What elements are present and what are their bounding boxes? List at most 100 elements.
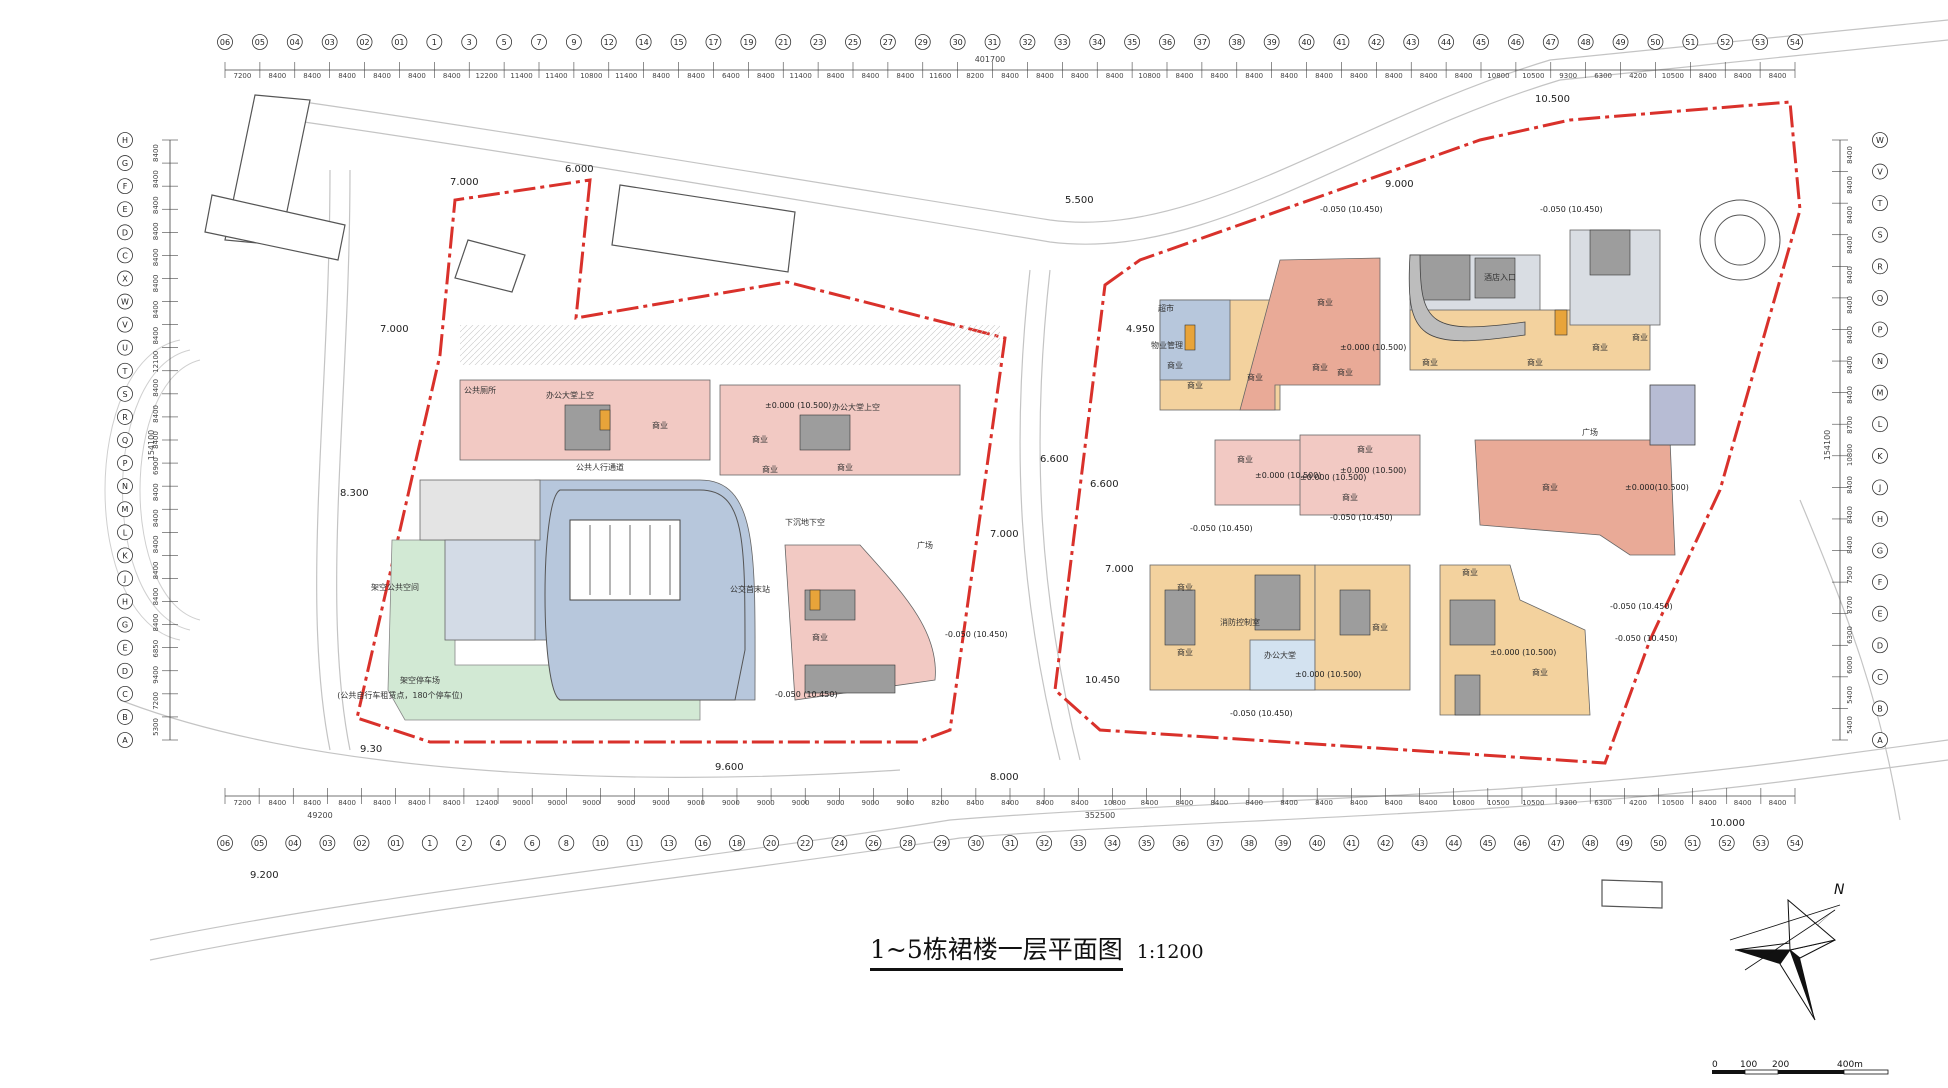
axis-bubble bbox=[1514, 835, 1530, 851]
axis-dimension: 8400 bbox=[1315, 72, 1333, 80]
axis-label: 14 bbox=[639, 38, 649, 47]
room-label-commercial: 商业 bbox=[762, 464, 778, 474]
axis-bubble bbox=[831, 835, 848, 851]
axis-label: 02 bbox=[356, 839, 366, 848]
axis-bubble bbox=[1403, 34, 1420, 50]
axis-bubble bbox=[461, 34, 478, 50]
axis-dimension: 8400 bbox=[152, 301, 160, 319]
axis-label: 26 bbox=[868, 839, 878, 848]
axis-dimension: 8400 bbox=[1036, 72, 1054, 80]
axis-label: H bbox=[1877, 515, 1883, 524]
cores-left bbox=[564, 404, 896, 694]
axis-label: Q bbox=[1877, 294, 1883, 303]
axis-dimension: 8400 bbox=[1846, 236, 1854, 254]
axis-dimension: 8400 bbox=[1734, 799, 1752, 807]
axis-bubble bbox=[1650, 835, 1667, 851]
room-label-commercial: 商业 bbox=[1342, 492, 1358, 502]
axis-dimension: 9400 bbox=[152, 666, 160, 684]
axis-label: W bbox=[121, 298, 129, 307]
axis-label: 21 bbox=[778, 38, 788, 47]
axis-label: 3 bbox=[467, 38, 472, 47]
axis-dimension: 8400 bbox=[152, 614, 160, 632]
axis-label: 32 bbox=[1022, 38, 1032, 47]
scale-tick-0: 0 bbox=[1712, 1060, 1718, 1070]
axis-label: 04 bbox=[288, 839, 298, 848]
axis-label: K bbox=[122, 551, 128, 560]
axis-bubble bbox=[319, 835, 336, 851]
axis-bubble bbox=[1872, 574, 1888, 591]
axis-dimension: 11600 bbox=[929, 72, 951, 80]
axis-bubble bbox=[1872, 416, 1888, 433]
axis-dimension: 8400 bbox=[408, 72, 426, 80]
axis-label: 25 bbox=[848, 38, 858, 47]
axis-label: L bbox=[1878, 420, 1883, 429]
right-total-dim: 154100 bbox=[1823, 430, 1832, 461]
room-label-commercial: 商业 bbox=[752, 434, 768, 444]
elevation-label: 5.500 bbox=[1065, 195, 1094, 206]
axis-bubble bbox=[1263, 34, 1280, 50]
scale-tick-200: 200 bbox=[1772, 1060, 1789, 1070]
elevation-label: 7.000 bbox=[380, 324, 409, 335]
axis-dimension: 8400 bbox=[1280, 799, 1298, 807]
room-label-plaza: 广场 bbox=[917, 540, 933, 550]
axis-bubble bbox=[391, 34, 408, 50]
axis-label: C bbox=[1877, 673, 1883, 682]
bus-bay-lines bbox=[589, 525, 671, 595]
axis-label: 17 bbox=[708, 38, 718, 47]
room-label-commercial: 商业 bbox=[1357, 444, 1373, 454]
room-label-commercial: 商业 bbox=[1592, 342, 1608, 352]
axis-label: 11 bbox=[629, 839, 639, 848]
axis-dimension: 8400 bbox=[152, 196, 160, 214]
axis-label: 38 bbox=[1232, 38, 1242, 47]
axis-label: 34 bbox=[1092, 38, 1102, 47]
axis-dimension: 8400 bbox=[152, 483, 160, 501]
axis-bubble bbox=[705, 34, 722, 50]
axis-bubble bbox=[1368, 34, 1385, 50]
axis-bubble bbox=[117, 570, 133, 587]
elevation-label: -0.050 (10.450) bbox=[1320, 205, 1383, 214]
axis-bubble bbox=[670, 34, 687, 50]
axis-bubble bbox=[117, 385, 133, 402]
axis-label: 34 bbox=[1107, 839, 1117, 848]
axis-bubble bbox=[1548, 835, 1564, 851]
axis-label: K bbox=[1877, 452, 1883, 461]
room-label-commercial: 商业 bbox=[1372, 622, 1388, 632]
axis-label: 1 bbox=[432, 38, 437, 47]
axis-label: 42 bbox=[1380, 839, 1390, 848]
scale-bar: 0 100 200 400m bbox=[1712, 1060, 1889, 1075]
axis-dimension: 8400 bbox=[338, 799, 356, 807]
axis-label: 52 bbox=[1720, 38, 1730, 47]
elevation-label: 9.200 bbox=[250, 870, 279, 881]
axis-bubble bbox=[285, 835, 302, 851]
axis-dimension: 8400 bbox=[1071, 72, 1089, 80]
axis-bubble bbox=[1002, 835, 1018, 851]
axis-bubble bbox=[117, 616, 133, 633]
room-label-property-mgmt: 物业管理 bbox=[1151, 340, 1183, 350]
axis-label: 54 bbox=[1790, 38, 1800, 47]
axis-dimension: 7200 bbox=[234, 72, 252, 80]
axis-bubble bbox=[531, 34, 547, 50]
axis-label: S bbox=[1877, 231, 1882, 240]
elevation-label: -0.050 (10.450) bbox=[1230, 709, 1293, 718]
axis-label: 45 bbox=[1483, 839, 1493, 848]
axis-dimension: 7200 bbox=[234, 799, 252, 807]
axis-bubble bbox=[251, 835, 268, 851]
axis-dimension: 12100 bbox=[152, 351, 160, 373]
axis-bubble bbox=[117, 362, 133, 379]
elevation-label: ±0.000(10.500) bbox=[1625, 483, 1689, 492]
room-label-commercial: 商业 bbox=[1247, 372, 1263, 382]
elevation-label: 10.500 bbox=[1535, 94, 1570, 105]
axis-dimension: 10500 bbox=[1662, 72, 1684, 80]
axis-label: 2 bbox=[461, 839, 466, 848]
axis-bubble bbox=[1542, 34, 1559, 50]
axis-bubble bbox=[117, 432, 133, 448]
axis-label: 46 bbox=[1511, 38, 1521, 47]
axis-label: 24 bbox=[834, 839, 844, 848]
left-service-block-2 bbox=[444, 539, 536, 641]
axis-dimension: 8400 bbox=[303, 799, 321, 807]
axis-dimension: 8400 bbox=[827, 72, 845, 80]
room-label-hotel-entrance: 酒店入口 bbox=[1484, 272, 1516, 282]
room-label-commercial: 商业 bbox=[1177, 582, 1193, 592]
axis-bubble bbox=[1684, 835, 1701, 851]
